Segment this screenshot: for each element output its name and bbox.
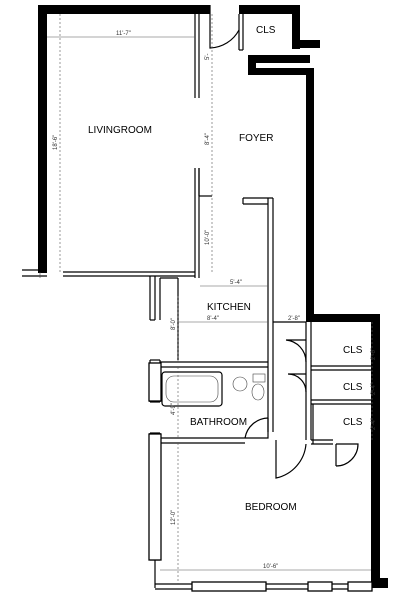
- wall-notch-ledge: [248, 68, 310, 75]
- toilet: [251, 383, 265, 401]
- partitions: [22, 5, 372, 590]
- wall-closet-right: [292, 5, 300, 49]
- toilet-tank: [252, 373, 266, 383]
- dim-label-kitchen-span: 8'-4": [207, 316, 219, 322]
- door-closet-1: [285, 339, 307, 363]
- room-label-closet-1: CLS: [343, 345, 363, 356]
- bathtub-inner: [165, 375, 219, 403]
- room-label-closet-top: CLS: [256, 25, 276, 36]
- dim-label-foyer-3: 10'-0": [205, 230, 211, 245]
- wall-right-upper: [306, 68, 314, 320]
- dim-label-bath: 4'-9": [171, 403, 177, 415]
- wall-left-upper: [38, 5, 47, 273]
- dim-label-kitchen-depth: 8'-0": [171, 318, 177, 330]
- wall-right-step: [306, 314, 378, 322]
- room-label-bathroom: BATHROOM: [190, 417, 247, 428]
- dim-label-closet-1: 2'-6": [371, 348, 377, 360]
- windows: [39, 272, 373, 592]
- wall-right-lower: [371, 314, 380, 586]
- wall-bedroom-corner: [372, 578, 388, 588]
- window-bedroom-left-lower: [148, 433, 162, 561]
- door-bedroom: [275, 440, 307, 479]
- dim-label-bedroom-width: 10'-6": [263, 564, 278, 570]
- dim-label-hall-width: 2'-8": [288, 316, 300, 322]
- dim-label-closet-2: 2'-4": [371, 383, 377, 395]
- room-label-foyer: FOYER: [239, 133, 273, 144]
- window-bedroom-left-upper: [148, 362, 162, 402]
- door-closet-2: [287, 373, 307, 393]
- window-bedroom-bottom-1: [191, 581, 267, 592]
- wall-top-left: [38, 5, 210, 14]
- dim-label-foyer-1: 5'-: [205, 54, 211, 60]
- wall-notch-left: [248, 55, 256, 75]
- dim-label-closet-3: 2'-4": [371, 418, 377, 430]
- door-top-closet-entry: [209, 14, 240, 49]
- doors: [209, 14, 359, 479]
- dim-label-foyer-2: 8'-4": [205, 133, 211, 145]
- bath-door-frame: [245, 418, 269, 439]
- dimension-lines: [47, 14, 373, 584]
- room-labels: LIVINGROOM FOYER KITCHEN BATHROOM BEDROO…: [88, 25, 363, 513]
- dimension-labels: 11'-7" 18'-6" 5'- 8'-4" 10'-0" 5'-4" 8'-…: [53, 31, 377, 570]
- dim-label-kitchen-width: 5'-4": [230, 280, 242, 286]
- dim-label-bedroom-depth: 12'-0": [171, 510, 177, 525]
- window-bedroom-bottom-3: [347, 581, 373, 592]
- room-label-closet-3: CLS: [343, 417, 363, 428]
- room-label-bedroom: BEDROOM: [245, 502, 297, 513]
- walls: [38, 5, 388, 588]
- dim-label-living-depth: 18'-6": [53, 135, 59, 150]
- sink: [232, 376, 248, 392]
- window-bedroom-bottom-2: [307, 581, 333, 592]
- room-label-livingroom: LIVINGROOM: [88, 125, 152, 136]
- dim-label-living-width: 11'-7": [116, 31, 131, 37]
- bath-fixtures: [161, 371, 266, 407]
- wall-notch-top: [292, 40, 320, 48]
- door-bath: [244, 417, 269, 439]
- door-closet-3: [335, 443, 359, 467]
- room-label-kitchen: KITCHEN: [207, 302, 251, 313]
- wall-notch-bottom: [248, 55, 310, 63]
- room-label-closet-2: CLS: [343, 382, 363, 393]
- wall-top-closet: [239, 5, 300, 14]
- bathtub: [161, 371, 223, 407]
